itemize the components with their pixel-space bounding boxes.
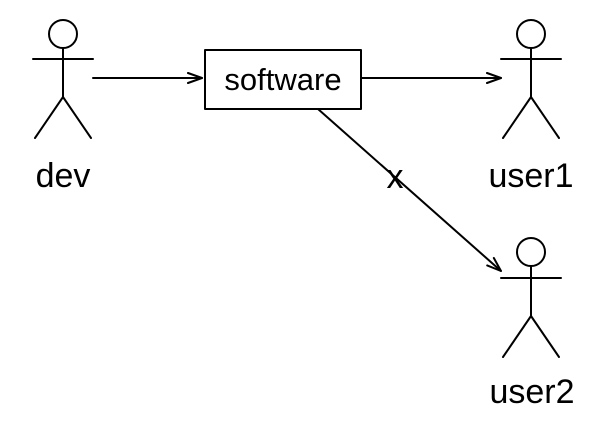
actor-label-user1: user1 (488, 157, 573, 195)
actor-user2 (500, 237, 562, 358)
edge-label-software-to-user2: x (387, 158, 404, 196)
actor-dev (32, 19, 94, 139)
actor-user1 (500, 19, 562, 139)
actor-label-dev: dev (36, 157, 91, 195)
process-label-software: software (224, 62, 341, 97)
edge-software-to-user2 (317, 108, 502, 272)
process-box-software (204, 49, 362, 110)
actor-label-user2: user2 (489, 373, 574, 411)
